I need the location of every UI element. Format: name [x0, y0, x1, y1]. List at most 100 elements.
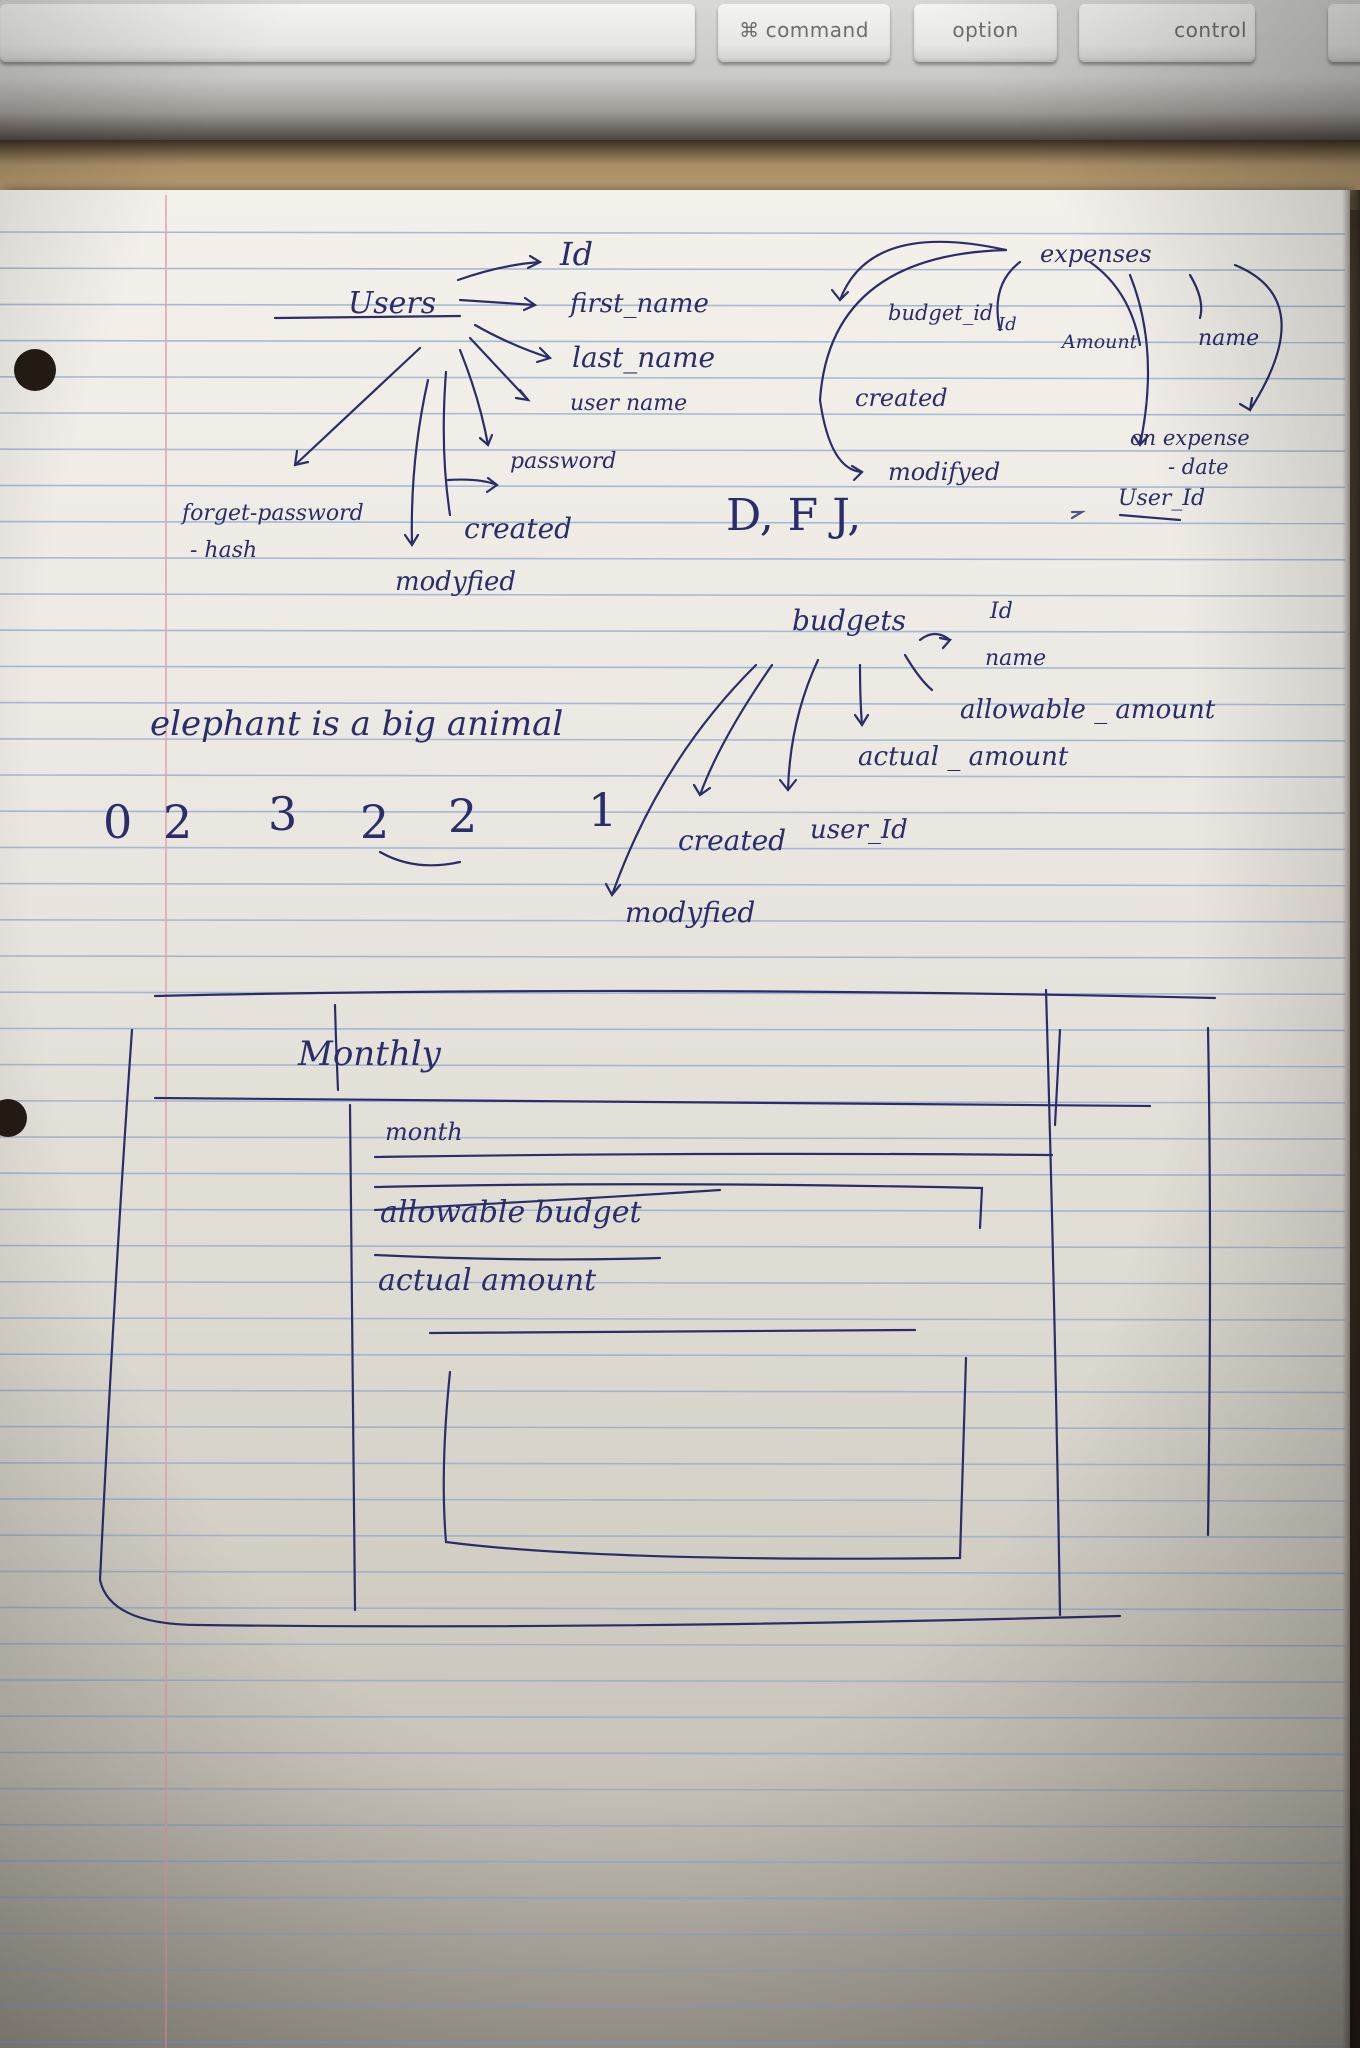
ruled-line [0, 1860, 1346, 1864]
forgot-password-label: forget-password [180, 501, 364, 526]
ruled-line [0, 1643, 1346, 1647]
ruled-line [0, 303, 1346, 308]
binder-hole-middle [0, 1099, 27, 1137]
ruled-line [0, 375, 1346, 380]
ruled-line [0, 1317, 1346, 1321]
ruled-line [0, 882, 1346, 887]
wireframe-actual-amount: actual amount [378, 1263, 597, 1298]
forgot-hash-label: - hash [190, 538, 257, 563]
ruled-line [0, 593, 1346, 597]
budgets-field-5: user_Id [810, 815, 908, 845]
expenses-id: Id [997, 314, 1017, 335]
expenses-modified: modifyed [888, 458, 1000, 486]
ruled-line [0, 701, 1346, 706]
ruled-line [0, 1570, 1346, 1575]
users-field-0: Id [559, 235, 593, 273]
ruled-line [0, 1968, 1346, 1973]
budgets-title: budgets [792, 604, 906, 637]
ruled-line [0, 1208, 1346, 1213]
ruled-line [0, 918, 1346, 923]
ruled-line [0, 231, 1346, 235]
ruled-line [0, 991, 1346, 996]
budgets-field-1: name [985, 646, 1046, 671]
option-key-label: option [952, 18, 1019, 42]
users-field-1: first_name [568, 289, 709, 319]
ruled-line [0, 1751, 1346, 1756]
control-key: control [1079, 4, 1255, 62]
number-item-4: 2 [448, 789, 477, 843]
ruled-line [0, 810, 1346, 815]
expenses-amount: Amount [1060, 331, 1138, 353]
expenses-expense-date-1: on expense [1130, 426, 1250, 450]
ruled-lines [0, 231, 1346, 2045]
ruled-line [0, 1606, 1346, 1611]
users-field-5: created [464, 512, 572, 545]
command-key-label: command [765, 18, 869, 42]
control-key-label: control [1174, 18, 1247, 42]
ruled-line [0, 1281, 1346, 1285]
command-symbol-icon: ⌘ [739, 18, 760, 42]
ruled-line [0, 1534, 1346, 1538]
number-item-3: 2 [360, 795, 389, 849]
binder-hole-top [14, 349, 56, 391]
expenses-created: created [855, 384, 948, 412]
expenses-title: expenses [1040, 240, 1152, 268]
ruled-line [0, 955, 1346, 959]
number-item-1: 2 [163, 795, 192, 849]
expenses-name: name [1198, 326, 1259, 351]
number-item-5: 1 [588, 783, 617, 837]
ruled-line [0, 1896, 1346, 1900]
ruled-line [0, 1136, 1346, 1140]
users-title: Users [348, 286, 436, 321]
command-key: ⌘command [718, 4, 890, 62]
ruled-line [0, 1425, 1346, 1430]
arrow-key [1328, 4, 1360, 62]
budgets-field-3: actual _ amount [858, 742, 1069, 772]
ruled-line [0, 484, 1346, 489]
ruled-line [0, 1389, 1346, 1394]
wireframe-allowable-struck: allowable budget [380, 1195, 642, 1230]
expenses-user-id: User_Id [1118, 486, 1205, 511]
expenses-expense-date-2: - date [1168, 455, 1229, 479]
ruled-line [0, 629, 1346, 634]
users-field-3: user name [570, 391, 687, 416]
paper-edge-shadow [1342, 190, 1360, 2048]
ruled-line [0, 1027, 1346, 1032]
spacebar-key [0, 4, 695, 62]
ruled-line [0, 412, 1346, 416]
ruled-line [0, 267, 1346, 272]
ruled-line [0, 1353, 1346, 1357]
ruled-line [0, 1063, 1346, 1068]
wireframe-month: month [385, 1118, 463, 1146]
elephant-sentence: elephant is a big animal [150, 704, 563, 744]
ruled-line [0, 520, 1346, 525]
ink-strokes [98, 240, 1283, 1628]
ruled-line [0, 556, 1346, 561]
number-item-2: 3 [268, 787, 297, 841]
ruled-line [0, 1679, 1346, 1683]
ruled-line [0, 1932, 1346, 1937]
users-field-6: modyfied [395, 567, 516, 597]
ruled-line [0, 1787, 1346, 1792]
keyboard: ⌘command option control [0, 0, 1360, 140]
expenses-budget-id: budget_id [888, 301, 993, 325]
ruled-line [0, 1462, 1346, 1466]
notebook-paper [0, 190, 1350, 2048]
ruled-line [0, 1244, 1346, 1249]
ruled-line [0, 665, 1346, 670]
ruled-line [0, 2041, 1346, 2045]
ruled-line [0, 846, 1346, 851]
wireframe-header: Monthly [297, 1034, 442, 1074]
ruled-line [0, 339, 1346, 344]
budgets-field-6: modyfied [625, 896, 755, 929]
ruled-line [0, 737, 1346, 742]
budgets-field-4: created [678, 824, 786, 857]
budgets-field-2: allowable _ amount [960, 695, 1216, 725]
ruled-line [0, 2005, 1346, 2009]
ruled-line [0, 1498, 1346, 1502]
